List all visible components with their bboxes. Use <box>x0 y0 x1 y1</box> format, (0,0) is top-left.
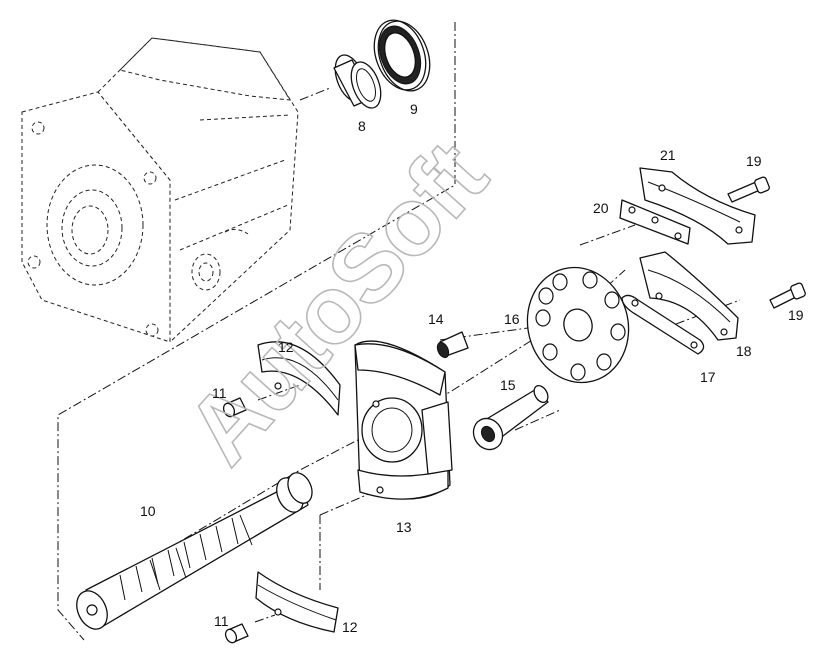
callout-labels: 8 9 10 11 11 12 12 13 14 15 16 17 18 19 … <box>140 101 804 635</box>
callout-12-lower: 12 <box>342 619 358 635</box>
callout-17: 17 <box>700 369 716 385</box>
callout-11-lower: 11 <box>214 613 229 629</box>
part-12-half-bearing-upper <box>257 341 341 416</box>
part-11-pin-upper <box>222 397 247 418</box>
pump-housing-phantom <box>21 37 299 344</box>
callout-20: 20 <box>593 200 609 216</box>
part-12-half-bearing-lower <box>255 571 339 633</box>
part-8-bearing-sleeve <box>333 54 382 109</box>
callout-21: 21 <box>660 147 676 163</box>
part-17-gasket-lower <box>621 294 705 355</box>
part-11-pin-lower <box>224 623 249 644</box>
part-20-gasket-upper <box>619 199 691 245</box>
callout-18: 18 <box>736 343 752 359</box>
callout-12-upper: 12 <box>278 339 294 355</box>
part-19-screw-upper <box>727 176 770 203</box>
part-14-guide-pin <box>436 331 469 359</box>
callout-8: 8 <box>358 118 366 134</box>
part-16-valve-plate <box>526 266 630 384</box>
callout-16: 16 <box>504 311 520 327</box>
part-21-bearing-half-upper <box>639 167 756 245</box>
part-10-drive-shaft <box>76 472 313 630</box>
callout-15: 15 <box>500 377 516 393</box>
callout-13: 13 <box>396 519 412 535</box>
callout-9: 9 <box>410 101 418 117</box>
callout-10: 10 <box>140 503 156 519</box>
callout-19-lower: 19 <box>788 307 804 323</box>
part-15-piston <box>472 384 549 451</box>
part-18-bearing-half-lower <box>639 251 739 341</box>
callout-14: 14 <box>428 311 444 327</box>
callout-19-upper: 19 <box>746 153 762 169</box>
callout-11-upper: 11 <box>212 385 227 401</box>
part-19-screw-lower <box>769 282 806 309</box>
part-13-swash-yoke <box>354 340 453 500</box>
part-9-roller-bearing <box>373 19 431 92</box>
